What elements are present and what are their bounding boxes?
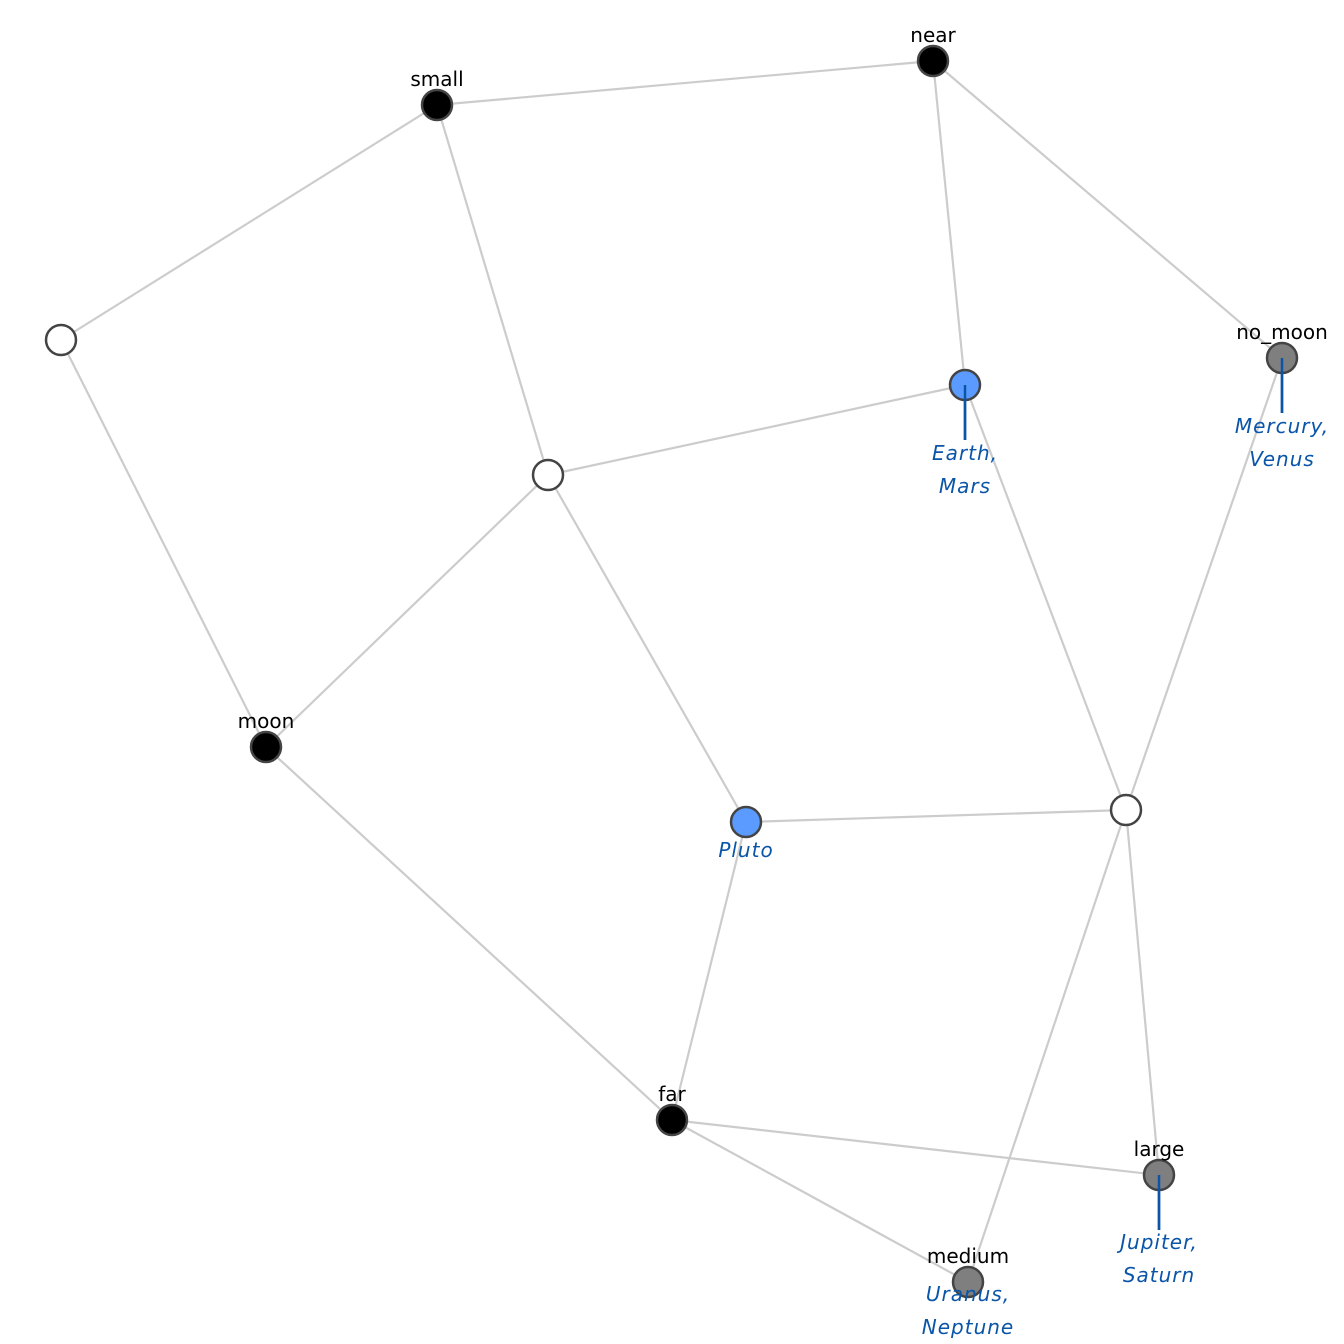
object-label: Mercury, [1235,414,1329,438]
node-b[interactable] [531,458,565,492]
edge-far-medium [671,1119,969,1283]
edge-no_moon-c [1124,357,1284,811]
edge-earthmars-c [963,384,1128,811]
node-moon[interactable]: moon [238,709,295,764]
edge-b-earthmars [547,383,966,477]
node-near[interactable]: near [910,23,957,78]
edge-moon-far [265,746,673,1121]
edge-small-near [436,59,934,107]
node-circle[interactable] [655,1103,689,1137]
edge-c-medium [966,809,1128,1283]
object-label: Pluto [718,838,773,862]
attribute-label: medium [927,1244,1009,1268]
edge-b-moon [265,474,549,748]
attribute-label: no_moon [1236,320,1328,344]
edge-c-large [1124,809,1161,1176]
node-circle[interactable] [916,44,950,78]
node-a[interactable] [44,323,78,357]
edge-near-earthmars [931,60,967,386]
object-label: Neptune [922,1315,1014,1339]
node-circle[interactable] [729,805,763,839]
node-circle[interactable] [531,458,565,492]
node-pluto[interactable]: Pluto [718,805,773,862]
edge-far-large [671,1118,1160,1177]
edge-b-pluto [547,474,747,823]
edge-a-moon [60,339,267,748]
edge-pluto-far [670,821,748,1121]
edge-pluto-c [745,808,1127,824]
node-earthmars[interactable]: Earth, Mars [932,368,998,498]
node-c[interactable] [1109,793,1143,827]
attribute-label: large [1134,1137,1185,1161]
object-label: Saturn [1123,1263,1195,1287]
node-small[interactable]: small [410,67,464,122]
object-label: Jupiter, [1116,1230,1198,1254]
node-circle[interactable] [249,730,283,764]
edge-small-b [435,104,550,476]
node-far[interactable]: far [655,1082,689,1137]
node-circle[interactable] [44,323,78,357]
edge-small-a [60,104,438,341]
object-label: Uranus, [926,1282,1010,1306]
edge-near-no_moon [932,60,1283,359]
node-circle[interactable] [420,88,454,122]
attribute-label: near [910,23,956,47]
attribute-label: far [658,1082,686,1106]
attribute-label: small [410,67,463,91]
object-label: Earth, [932,441,998,465]
node-circle[interactable] [951,1265,985,1299]
object-label: Venus [1249,447,1315,471]
edges-layer [60,59,1284,1283]
node-circle[interactable] [1109,793,1143,827]
object-label: Mars [939,474,991,498]
attribute-label: moon [238,709,295,733]
